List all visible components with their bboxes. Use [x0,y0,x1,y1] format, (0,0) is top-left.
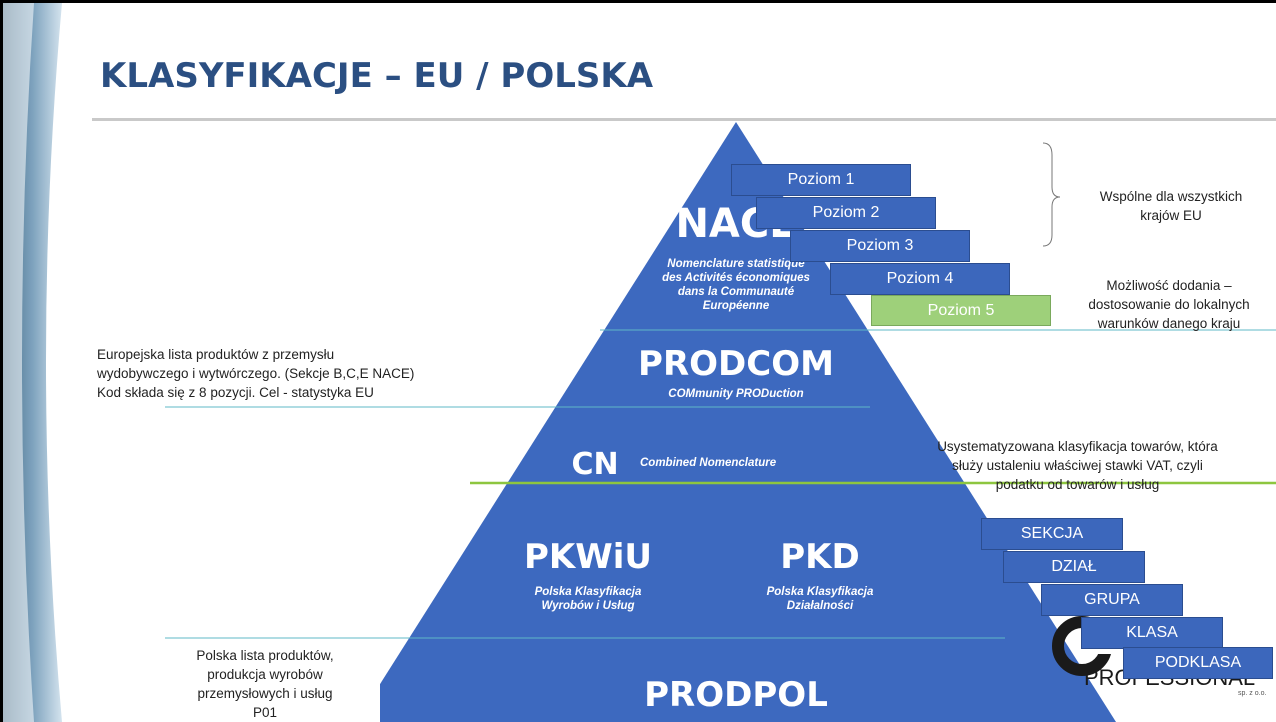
level-box-1: Poziom 1 [731,164,911,196]
note-common-levels: Wspólne dla wszystkich krajów EU [1099,189,1243,223]
slide-corner-decoration [3,3,62,722]
level-box-3: Poziom 3 [790,230,970,262]
pkwiu-label: PKWiU [523,537,653,577]
level-box-2: Poziom 2 [756,197,936,229]
slide-title: KLASYFIKACJE – EU / POLSKA [100,56,654,96]
note-prodcom: Europejska lista produktów z przemysłu w… [97,347,415,400]
prodcom-description: COMmunity PRODuction [668,388,804,400]
pkd-level-klasa: KLASA [1081,617,1223,649]
prodcom-label: PRODCOM [638,344,834,384]
pkd-level-podklasa: PODKLASA [1123,647,1273,679]
cn-description: Combined Nomenclature [640,457,777,469]
slide-frame-left [0,0,3,722]
level-box-4: Poziom 4 [830,263,1010,295]
common-levels-brace [1042,142,1061,247]
slide-frame-top [0,0,1276,3]
pkd-label: PKD [780,537,860,577]
pkd-level-dzial: DZIAŁ [1003,551,1145,583]
nace-description: Nomenclature statistique des Activités é… [662,258,810,312]
pkd-level-sekcja: SEKCJA [981,518,1123,550]
cn-label: CN [571,447,619,482]
title-divider [92,118,1276,121]
pkd-level-grupa: GRUPA [1041,584,1183,616]
pyramid-shape [356,122,1116,722]
logo-subtext: sp. z o.o. [1238,690,1267,697]
note-cn: Usystematyzowana klasyfikacja towarów, k… [937,439,1218,492]
pkwiu-description: Polska Klasyfikacja Wyrobów i Usług [534,586,642,612]
pkd-description: Polska Klasyfikacja Działalności [766,586,874,612]
prodpol-label: PRODPOL [644,675,828,715]
note-prodpol: Polska lista produktów, produkcja wyrobó… [150,646,380,722]
level-box-5: Poziom 5 [871,295,1051,326]
note-local-levels: Możliwość dodania – dostosowanie do loka… [1088,278,1250,331]
